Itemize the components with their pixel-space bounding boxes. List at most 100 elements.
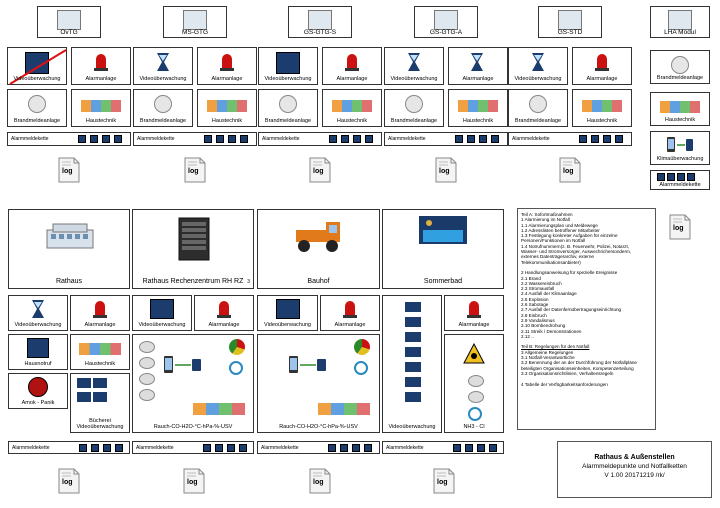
site-tile-brand[interactable]: Brandmeldeanlage (7, 89, 67, 127)
building-rz[interactable]: Rathaus Rechenzentrum RH RZ 3 (132, 209, 254, 289)
hourglass-icon (31, 299, 45, 319)
site-tile-video[interactable]: Videoüberwachung (7, 47, 67, 85)
tile-label: Haustechnik (84, 361, 116, 367)
site-tile-video[interactable]: Videoüberwachung (384, 47, 444, 85)
camera-icon (150, 299, 174, 319)
rathaus-tile-video[interactable]: Videoüberwachung (8, 295, 68, 331)
site-alarm-chain[interactable]: Alarmmeldekette (133, 132, 257, 146)
title-line-3: V 1.00 20171219 /rk/ (604, 472, 665, 479)
rz-sensors[interactable]: Rauch-CO-H2O-°C-hPa-%-USV (132, 334, 254, 433)
building-rathaus[interactable]: Rathaus (8, 209, 130, 289)
rathaus-alarm-chain[interactable]: Alarmmeldekette (8, 441, 130, 454)
tile-label: Alarmanlage (208, 322, 240, 328)
alarm-icon (365, 135, 373, 143)
truck-icon (292, 218, 348, 254)
site-alarm-chain[interactable]: Alarmmeldekette (384, 132, 508, 146)
alarm-icon (115, 444, 123, 452)
lha-tile-haustechnik[interactable]: Haustechnik (650, 92, 710, 126)
camera-icon (93, 378, 107, 388)
log-document-icon[interactable]: log (559, 157, 581, 183)
rathaus-tile-haustechnik[interactable]: Haustechnik (70, 334, 130, 370)
site-tile-video[interactable]: Videoüberwachung (258, 47, 318, 85)
log-document-icon[interactable]: log (184, 157, 206, 183)
rathaus-tile-buecherei[interactable]: Bücherei Videoüberwachung (70, 373, 130, 433)
site-tile-alarm[interactable]: Alarmanlage (572, 47, 632, 85)
site-tile-brand[interactable]: Brandmeldeanlage (508, 89, 568, 127)
site-tile-haustechnik[interactable]: Haustechnik (448, 89, 508, 127)
building-label: Bauhof (307, 278, 330, 285)
lha-tile-brand[interactable]: Brandmeldeanlage (650, 50, 710, 84)
site-tile-haustechnik[interactable]: Haustechnik (197, 89, 257, 127)
alarm-icon (90, 135, 98, 143)
sommerbad-alarm-chain[interactable]: Alarmmeldekette (382, 441, 504, 454)
tile-label: Bücherei Videoüberwachung (76, 418, 124, 430)
site-tile-video[interactable]: Videoüberwachung (133, 47, 193, 85)
building-sommerbad[interactable]: Sommerbad (382, 209, 504, 289)
log-document-icon[interactable]: log (58, 157, 80, 183)
camera-icon (405, 347, 421, 357)
sommerbad-tile-nh3[interactable]: NH3 - Cl (444, 334, 504, 433)
tile-label: Haustechnik (211, 118, 243, 124)
site-tile-haustechnik[interactable]: Haustechnik (572, 89, 632, 127)
site-alarm-chain[interactable]: Alarmmeldekette (258, 132, 382, 146)
site-tile-haustechnik[interactable]: Haustechnik (71, 89, 131, 127)
site-tile-brand[interactable]: Brandmeldeanlage (258, 89, 318, 127)
site-tile-alarm[interactable]: Alarmanlage (322, 47, 382, 85)
sommerbad-tile-alarm[interactable]: Alarmanlage (444, 295, 504, 331)
log-document-icon[interactable]: log (669, 214, 691, 240)
building-icon (45, 220, 95, 250)
note-line: 2.8 Einbruch (521, 312, 547, 318)
rz-tile-video[interactable]: Videoüberwachung (132, 295, 192, 331)
bauhof-tile-video[interactable]: Videoüberwachung (257, 295, 318, 331)
rathaus-tile-amok[interactable]: Amok - Panik (8, 373, 68, 409)
site-tile-alarm[interactable]: Alarmanlage (197, 47, 257, 85)
hourglass-icon (407, 52, 421, 72)
rathaus-tile-hausnotruf[interactable]: Hausnotruf (8, 334, 68, 370)
site-tile-brand[interactable]: Brandmeldeanlage (133, 89, 193, 127)
alarm-icon (79, 444, 87, 452)
site-tile-video[interactable]: Videoüberwachung (508, 47, 568, 85)
rz-alarm-chain[interactable]: Alarmmeldekette (132, 441, 254, 454)
bauhof-tile-alarm[interactable]: Alarmanlage (320, 295, 380, 331)
tile-label: Videoüberwachung (514, 76, 562, 82)
alarm-icon (114, 135, 122, 143)
site-alarm-chain[interactable]: Alarmmeldekette (508, 132, 632, 146)
sommerbad-tile-video[interactable]: Videoüberwachung (382, 295, 442, 433)
alarm-icon (78, 135, 86, 143)
bauhof-sensors[interactable]: Rauch-CO-H2O-°C-hPa-%-USV (257, 334, 380, 433)
bauhof-alarm-chain[interactable]: Alarmmeldekette (257, 441, 380, 454)
log-label: log (437, 479, 448, 486)
tile-label: Hausnotruf (24, 361, 52, 367)
building-bauhof[interactable]: Bauhof (257, 209, 380, 289)
camera-icon (405, 332, 421, 342)
site-tile-brand[interactable]: Brandmeldeanlage (384, 89, 444, 127)
log-document-icon[interactable]: log (309, 468, 331, 494)
site-title-box: OvTG (37, 6, 101, 38)
rathaus-tile-alarm[interactable]: Alarmanlage (70, 295, 130, 331)
site-title-box: GS-GTG-A (414, 6, 478, 38)
houses-icon (318, 403, 370, 415)
site-tile-alarm[interactable]: Alarmanlage (448, 47, 508, 85)
alarm-chain-label: Alarmmeldekette (386, 445, 424, 451)
note-line: Teil B: Regelungen für den Notfall (521, 344, 590, 350)
site-name: GS-GTG-S (303, 29, 337, 36)
log-document-icon[interactable]: log (435, 157, 457, 183)
alarm-chain-label: Alarmmeldekette (659, 182, 701, 188)
gauge-icon (229, 339, 245, 355)
log-document-icon[interactable]: log (433, 468, 455, 494)
building-icon (57, 10, 81, 30)
site-tile-alarm[interactable]: Alarmanlage (71, 47, 131, 85)
alarm-icon (657, 173, 665, 181)
log-document-icon[interactable]: log (309, 157, 331, 183)
alarm-icon (591, 135, 599, 143)
log-document-icon[interactable]: log (183, 468, 205, 494)
lha-alarm-chain[interactable]: Alarmmeldekette (650, 170, 710, 190)
siren-icon (219, 52, 235, 72)
log-document-icon[interactable]: log (58, 468, 80, 494)
rz-tile-alarm[interactable]: Alarmanlage (194, 295, 254, 331)
site-alarm-chain[interactable]: Alarmmeldekette (7, 132, 131, 146)
tile-label: Haustechnik (462, 118, 494, 124)
site-tile-haustechnik[interactable]: Haustechnik (322, 89, 382, 127)
lha-tile-klima[interactable]: Klimaüberwachung (650, 131, 710, 165)
